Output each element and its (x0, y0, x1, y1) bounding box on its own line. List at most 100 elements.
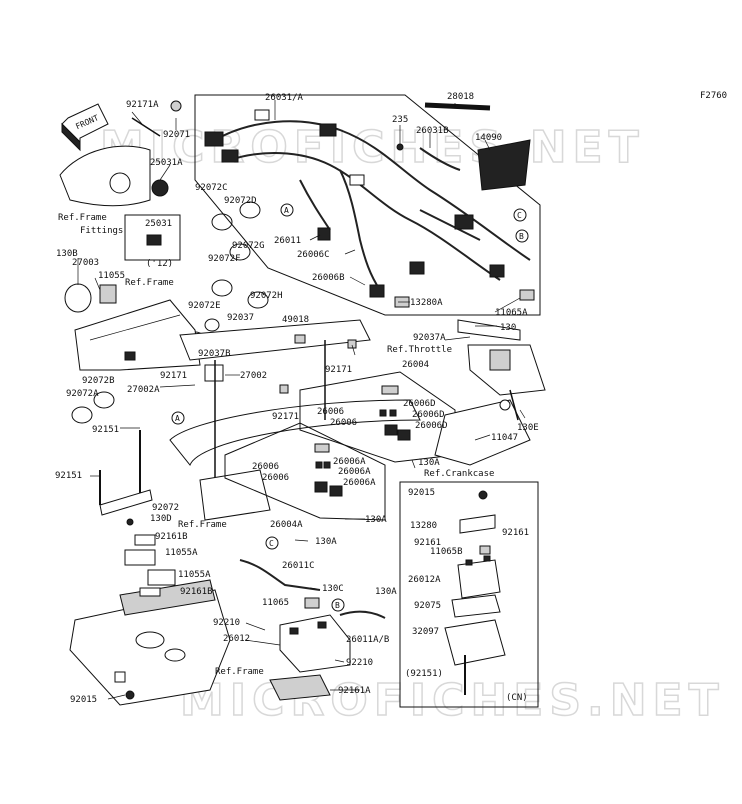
bracket-parts-lower (124, 518, 176, 597)
cn-inset-box (399, 481, 539, 708)
part-label-92161b-2: 92161B (180, 587, 213, 597)
cable-26011c (239, 559, 321, 591)
part-label-26006d-3: 26006D (415, 421, 448, 431)
part-label-13280a: 13280A (410, 298, 443, 308)
svg-text:A: A (175, 414, 180, 423)
part-label-49018: 49018 (282, 315, 309, 325)
part-label-92072b: 92072B (82, 376, 115, 386)
part-label-92072c: 92072C (195, 183, 228, 193)
part-label-92037a: 92037A (413, 333, 446, 343)
part-label-92210-2: 92210 (346, 658, 373, 668)
part-label-92161-1: 92161 (502, 528, 529, 538)
part-label-92075: 92075 (414, 601, 441, 611)
left-frame-shape (64, 283, 201, 371)
part-label-26012: 26012 (223, 634, 250, 644)
part-label-26011: 26011 (274, 236, 301, 246)
part-label-26006-l1: 26006 (252, 462, 279, 472)
part-label-26006a-3: 26006A (343, 478, 376, 488)
ref-frame-fittings-shape (59, 145, 169, 207)
part-label-92072: 92072 (152, 503, 179, 513)
svg-text:A: A (284, 206, 289, 215)
part-label-92037b: 92037B (198, 349, 231, 359)
part-label-130a-a: 130A (365, 515, 387, 525)
main-harness-box (194, 94, 541, 316)
part-label-27002a: 27002A (127, 385, 160, 395)
clamp-group (71, 201, 269, 424)
part-label-130a-b: 130A (315, 537, 337, 547)
part-label-32097: 32097 (412, 627, 439, 637)
part-11065 (304, 597, 320, 609)
part-label-ref-throttle: Ref.Throttle (387, 345, 452, 355)
cable-26011ab (339, 610, 386, 619)
svg-text:B: B (519, 232, 524, 241)
part-label-92161a: 92161A (338, 686, 371, 696)
front-arrow: FRONT (61, 103, 109, 152)
callout-b-1: B (515, 229, 529, 243)
part-label-92015-left: 92015 (70, 695, 97, 705)
throttle-shape (457, 319, 546, 396)
part-label-92072h: 92072H (250, 291, 283, 301)
part-label-11065: 11065 (262, 598, 289, 608)
callout-b-2: B (331, 598, 345, 612)
svg-text:B: B (335, 601, 340, 610)
part-92171a (131, 117, 161, 137)
part-labels: 92171A9207125031ARef.FrameFittings25031(… (55, 92, 539, 705)
part-label-130d: 130D (150, 514, 172, 524)
battery-26012 (269, 614, 351, 701)
part-label-26006b: 26006B (312, 273, 345, 283)
part-label-130a-crank: 130A (418, 458, 440, 468)
part-235 (396, 143, 404, 151)
part-label-92151-top: 92151 (92, 425, 119, 435)
part-label-26006a-1: 26006A (333, 457, 366, 467)
part-label-14090: 14090 (475, 133, 502, 143)
leader-lines (77, 100, 526, 700)
part-label-ref-frame-2: Ref.Frame (178, 520, 227, 530)
watermark-bottom: MICROFICHES.NET (180, 675, 725, 726)
callout-a-1: A (280, 203, 294, 217)
part-label-25031-12: ('12) (146, 259, 173, 269)
part-label-92072g: 92072G (232, 241, 265, 251)
part-label-26006c: 26006C (297, 250, 330, 260)
part-label-92171-ctr: 92171 (272, 412, 299, 422)
figure-code: F2760 (700, 91, 727, 101)
part-label-26006-r1: 26006 (317, 407, 344, 417)
part-label-26006-l2: 26006 (262, 473, 289, 483)
part-label-92161-2: 92161 (414, 538, 441, 548)
crankcase-shape (434, 389, 531, 466)
part-label-13280: 13280 (410, 521, 437, 531)
part-label-92151-left: 92151 (55, 471, 82, 481)
part-92071 (170, 100, 182, 112)
part-label-92171a-top: 92171A (126, 100, 159, 110)
part-28018 (424, 102, 491, 111)
part-label-92015-cn: 92015 (408, 488, 435, 498)
relay-parts-26004 (379, 385, 411, 441)
part-14090 (477, 139, 531, 191)
part-label-26006d-1: 26006D (403, 399, 436, 409)
part-label-ref-frame-fittings-1: Ref.Frame (58, 213, 107, 223)
part-label-11065a: 11065A (495, 308, 528, 318)
part-label-11055a-2: 11055A (178, 570, 211, 580)
callout-c-1: C (513, 208, 527, 222)
part-label-92072f: 92072F (208, 254, 241, 264)
part-label-11047: 11047 (491, 433, 518, 443)
part-label-130b: 130B (56, 249, 78, 259)
part-92072-plate (99, 489, 153, 516)
relay-parts-26004a (314, 443, 343, 497)
part-label-26006a-2: 26006A (338, 467, 371, 477)
part-label-130-right: 130 (500, 323, 516, 333)
part-label-cn: (CN) (506, 693, 528, 703)
callout-a-2: A (171, 411, 185, 425)
watermark-top: MICROFICHES.NET (100, 122, 645, 173)
lower-frame-shape (69, 579, 231, 706)
part-label-130e: 130E (517, 423, 539, 433)
part-label-25031a: 25031A (150, 158, 183, 168)
part-26031b (419, 147, 461, 171)
part-label-130c: 130C (322, 584, 344, 594)
part-label-11055a-1: 11055A (165, 548, 198, 558)
part-label-92072e: 92072E (188, 301, 221, 311)
part-25031 (146, 234, 162, 246)
part-25031-box (124, 214, 181, 261)
svg-text:C: C (517, 211, 522, 220)
part-label-92171-left: 92171 (160, 371, 187, 381)
